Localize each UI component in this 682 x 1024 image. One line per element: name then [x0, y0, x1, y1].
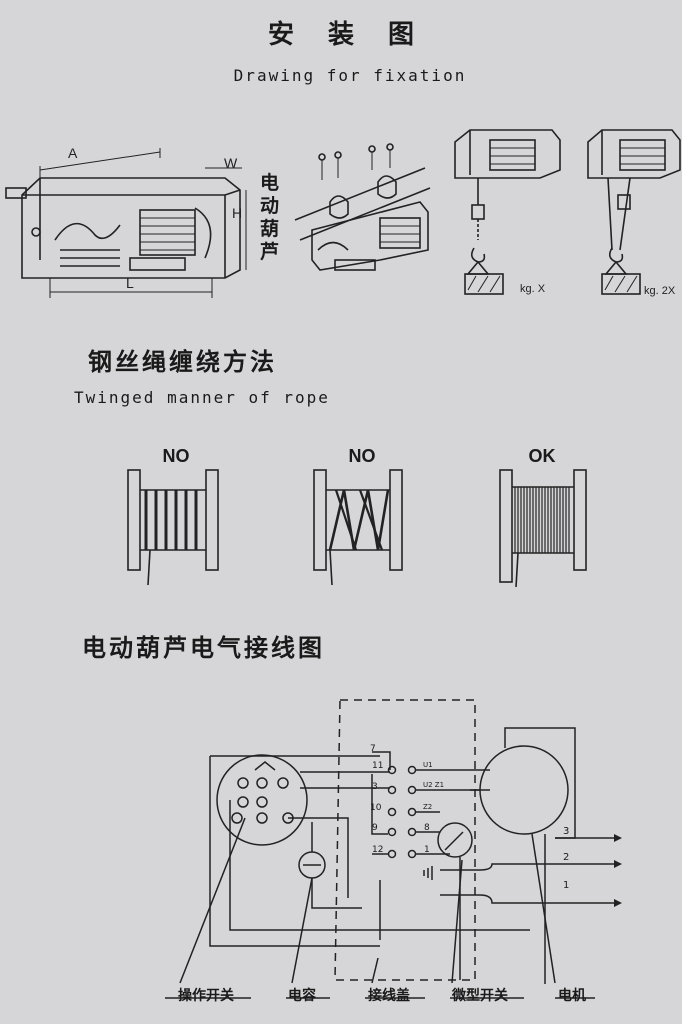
- terminal-code-u2z1: U2 Z1: [423, 781, 445, 789]
- rope-section-subtitle: Twinged manner of rope: [74, 388, 330, 407]
- rope-section-title: 钢丝绳缠绕方法: [88, 348, 277, 376]
- terminal-3: 3: [372, 782, 378, 792]
- side-label-char: 芦: [260, 241, 280, 263]
- label-micro-switch: 微型开关: [452, 988, 508, 1004]
- drum-2-label: NO: [348, 446, 376, 466]
- output-line-3: 3: [563, 826, 570, 837]
- fixation-drawings: A W H L kg. X: [5, 129, 681, 298]
- drum-crossed-winding: [313, 469, 403, 586]
- side-label-char: 葫: [260, 218, 280, 240]
- side-label-char: 动: [260, 195, 280, 217]
- load-single: kg. X: [520, 283, 546, 295]
- page-subtitle: Drawing for fixation: [233, 66, 467, 85]
- label-operation-switch: 操作开关: [178, 988, 234, 1004]
- hoist-dimension-drawing: [5, 148, 247, 298]
- page-title: 安装图: [267, 20, 448, 50]
- rope-drums: [127, 469, 587, 588]
- dim-l: L: [126, 275, 134, 291]
- hoist-beam-mount-drawing: [294, 143, 431, 271]
- terminal-9: 9: [372, 823, 378, 833]
- hoist-single-fall-drawing: [454, 129, 561, 295]
- terminal-8: 8: [424, 823, 430, 833]
- terminal-11: 11: [372, 761, 384, 771]
- label-motor: 电机: [558, 988, 586, 1004]
- wiring-section-title: 电动葫芦电气接线图: [82, 634, 325, 662]
- hoist-double-fall-drawing: [587, 129, 681, 295]
- hoist-side-label: 电 动 葫 芦: [260, 172, 284, 264]
- terminal-code-z2: Z2: [423, 803, 433, 811]
- output-line-1: 1: [563, 880, 570, 891]
- drum-spaced-winding: [127, 469, 219, 586]
- terminal-12: 12: [372, 845, 384, 855]
- drum-tight-winding: [499, 469, 587, 588]
- output-line-2: 2: [563, 852, 570, 863]
- operation-switch: [216, 754, 308, 846]
- terminal-10: 10: [370, 803, 382, 813]
- label-capacitor: 电容: [288, 988, 316, 1004]
- load-double: kg. 2X: [644, 285, 676, 297]
- micro-switch: [437, 822, 473, 858]
- label-terminal-cover: 接线盖: [368, 988, 410, 1004]
- dim-w: W: [224, 155, 238, 171]
- dim-h: H: [232, 205, 242, 221]
- dim-a: A: [68, 145, 78, 161]
- terminal-7: 7: [370, 744, 376, 754]
- motor: [479, 745, 569, 835]
- drum-1-label: NO: [162, 446, 190, 466]
- terminal-1: 1: [424, 845, 430, 855]
- terminal-code-u1: U1: [423, 761, 433, 769]
- side-label-char: 电: [260, 172, 280, 194]
- wiring-diagram: [165, 699, 622, 999]
- drum-3-label: OK: [528, 446, 556, 466]
